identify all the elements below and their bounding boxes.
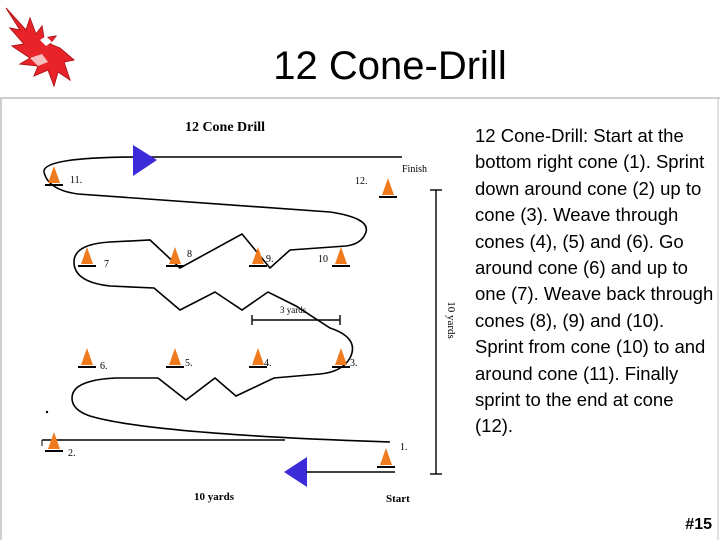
cone-label-1: 1. (400, 442, 408, 453)
side-dimension-label: 10 yards (445, 301, 457, 339)
cone-7 (78, 247, 96, 267)
cone-3 (332, 348, 350, 368)
middle-dimension-label: 3 yards (280, 305, 307, 315)
cone-label-5: 5. (185, 358, 193, 369)
cone-label-2: 2. (68, 448, 76, 459)
cone-10 (332, 247, 350, 267)
right-divider (717, 99, 719, 540)
cone-4 (249, 348, 267, 368)
bottom-dimension-label: 10 yards (194, 491, 235, 503)
cone-2 (45, 432, 63, 452)
cone-label-4: 4. (264, 358, 272, 369)
start-label: Start (386, 493, 410, 505)
cone-label-12: 12. (355, 176, 368, 187)
cone-12 (379, 178, 397, 198)
slide-title: 12 Cone-Drill (273, 44, 507, 88)
cone-8 (166, 247, 184, 267)
cone-label-7: 7 (104, 259, 109, 270)
diagram-title: 12 Cone Drill (185, 120, 265, 135)
left-divider (0, 99, 2, 540)
cone-11 (45, 166, 63, 186)
drill-description: 12 Cone-Drill: Start at the bottom right… (475, 123, 715, 440)
cone-1 (377, 448, 395, 468)
finish-label: Finish (402, 164, 427, 175)
cone-label-9: 9. (266, 254, 274, 265)
top-divider (0, 97, 720, 99)
direction-arrow-bottom (284, 457, 307, 487)
cone-label-10: 10 (318, 254, 328, 265)
running-path (43, 156, 402, 443)
page-number: #15 (685, 516, 712, 533)
cone-6 (78, 348, 96, 368)
cone-9 (249, 247, 267, 267)
cone-label-11: 11. (70, 175, 82, 186)
description-term: 12 Cone-Drill (475, 125, 583, 146)
cone-label-8: 8 (187, 249, 192, 260)
cones (45, 166, 397, 468)
description-body: : Start at the bottom right cone (1). Sp… (475, 125, 714, 437)
cone-label-6: 6. (100, 361, 108, 372)
cone-label-3: 3. (350, 358, 358, 369)
eagle-icon (5, 7, 76, 88)
cone-5 (166, 348, 184, 368)
drill-diagram: 12 Cone Drill 10 yards 3 yards Finish St… (41, 120, 457, 505)
direction-arrow-top (133, 145, 157, 176)
